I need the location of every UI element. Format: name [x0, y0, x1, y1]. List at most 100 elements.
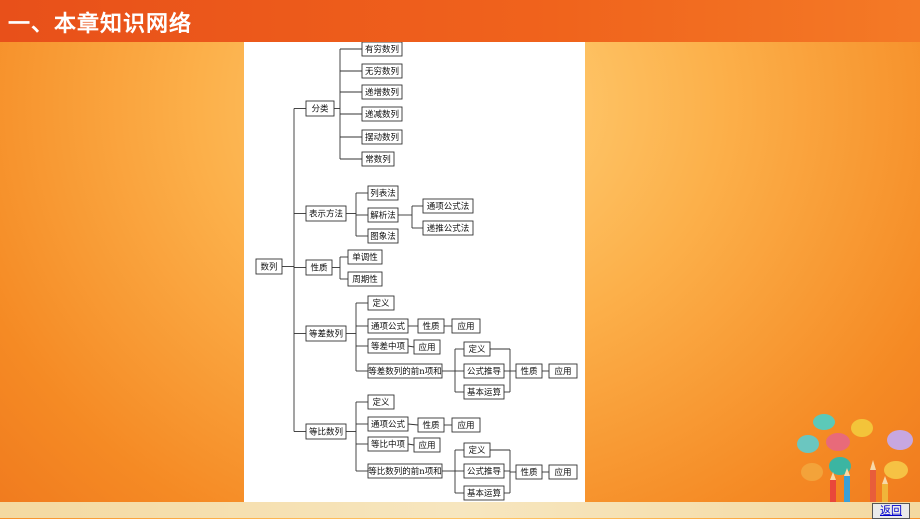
node-label: 摆动数列: [365, 132, 399, 143]
node-label: 性质: [520, 366, 538, 377]
node-ar-mt-application: 应用: [413, 339, 441, 355]
node-graph-method: 图象法: [367, 228, 399, 244]
node-increasing: 递增数列: [361, 84, 403, 100]
node-box: [367, 416, 409, 432]
node-ge-sum-property: 性质: [515, 464, 543, 480]
node-box: [367, 295, 395, 311]
node-ge-general-term: 通项公式: [367, 416, 409, 432]
node-label: 定义: [468, 344, 486, 355]
node-label: 性质: [422, 321, 440, 332]
node-label: 表示方法: [309, 209, 343, 220]
node-label: 无穷数列: [365, 66, 399, 77]
node-label: 定义: [372, 298, 390, 309]
node-monotonicity: 单调性: [347, 249, 383, 265]
node-box: [367, 394, 395, 410]
node-ge-mt-application: 应用: [413, 437, 441, 453]
node-ar-gt-property: 性质: [417, 318, 445, 334]
node-label: 列表法: [370, 188, 396, 199]
node-box: [305, 100, 335, 117]
node-label: 等比数列: [309, 427, 343, 438]
node-box: [413, 339, 441, 355]
node-ge-middle-term: 等比中项: [367, 436, 409, 452]
node-geometric: 等比数列: [305, 423, 347, 440]
node-box: [255, 258, 283, 275]
node-box: [367, 363, 443, 379]
node-label: 等差数列: [309, 329, 343, 340]
node-periodicity: 周期性: [347, 271, 383, 287]
node-box: [463, 463, 505, 479]
node-label: 应用: [457, 420, 474, 431]
node-box: [361, 63, 403, 79]
node-label: 应用: [554, 366, 571, 377]
node-box: [548, 363, 578, 379]
node-box: [515, 363, 543, 379]
node-infinite: 无穷数列: [361, 63, 403, 79]
node-label: 递推公式法: [427, 223, 470, 234]
node-box: [347, 271, 383, 287]
connector-ar_middle_term-ar_mt_application: [407, 345, 415, 348]
node-oscillating: 摆动数列: [361, 129, 403, 145]
node-ar-gt-application: 应用: [451, 318, 481, 334]
node-box: [361, 151, 395, 167]
node-ge-gt-application: 应用: [451, 417, 481, 433]
node-box: [417, 318, 445, 334]
return-button[interactable]: 返回: [872, 503, 910, 519]
node-box: [367, 338, 409, 354]
node-recursive-formula-method: 递推公式法: [422, 220, 474, 236]
node-box: [463, 442, 491, 458]
node-ar-sum-application: 应用: [548, 363, 578, 379]
node-box: [361, 42, 403, 57]
node-list-method: 列表法: [367, 185, 399, 201]
connector-ge_middle_term-ge_mt_application: [407, 443, 415, 446]
node-label: 等比数列的前n项和: [368, 466, 441, 477]
node-label: 通项公式法: [427, 201, 470, 212]
node-label: 单调性: [352, 252, 378, 263]
node-ge-sum-definition: 定义: [463, 442, 491, 458]
node-ar-sum-derivation: 公式推导: [463, 363, 505, 379]
education-decoration-icon: [797, 414, 913, 502]
node-ge-sum-derivation: 公式推导: [463, 463, 505, 479]
node-classify: 分类: [305, 100, 335, 117]
node-ge-sum-application: 应用: [548, 464, 578, 480]
node-decreasing: 递减数列: [361, 106, 403, 122]
node-label: 性质: [422, 420, 440, 431]
node-analytic-method: 解析法: [367, 207, 399, 223]
node-ar-sum: 等差数列的前n项和: [367, 363, 443, 379]
node-label: 应用: [554, 467, 571, 478]
node-box: [305, 259, 333, 276]
node-box: [361, 84, 403, 100]
node-label: 解析法: [370, 210, 396, 221]
node-representation: 表示方法: [305, 205, 347, 222]
node-box: [422, 220, 474, 236]
node-ar-sum-definition: 定义: [463, 341, 491, 357]
node-box: [422, 198, 474, 214]
node-label: 常数列: [365, 154, 391, 165]
node-label: 通项公式: [371, 321, 406, 332]
node-box: [463, 384, 505, 400]
node-label: 应用: [418, 440, 435, 451]
node-label: 数列: [260, 262, 277, 273]
node-ge-sum: 等比数列的前n项和: [367, 463, 443, 479]
node-label: 图象法: [370, 231, 396, 242]
node-box: [367, 463, 443, 479]
node-box: [305, 205, 347, 222]
node-box: [305, 325, 347, 342]
bottom-strip: [0, 502, 920, 518]
node-box: [451, 318, 481, 334]
knowledge-network-panel: 数列 分类 有穷数列无穷数列递增数列递减数列摆动数列常数列表示方法 列表法解析法图象法…: [244, 42, 585, 502]
node-label: 性质: [520, 467, 538, 478]
node-ar-general-term: 通项公式: [367, 318, 409, 334]
node-label: 分类: [311, 104, 329, 115]
node-finite: 有穷数列: [361, 42, 403, 57]
node-ar-sum-property: 性质: [515, 363, 543, 379]
node-box: [451, 417, 481, 433]
node-label: 等比中项: [371, 439, 406, 450]
node-box: [347, 249, 383, 265]
node-ar-sum-basic-ops: 基本运算: [463, 384, 505, 400]
page-title: 一、本章知识网络: [8, 12, 193, 37]
node-box: [361, 106, 403, 122]
node-label: 应用: [418, 342, 435, 353]
node-label: 等差数列的前n项和: [368, 366, 441, 377]
node-box: [367, 207, 399, 223]
node-ge-gt-property: 性质: [417, 417, 445, 433]
